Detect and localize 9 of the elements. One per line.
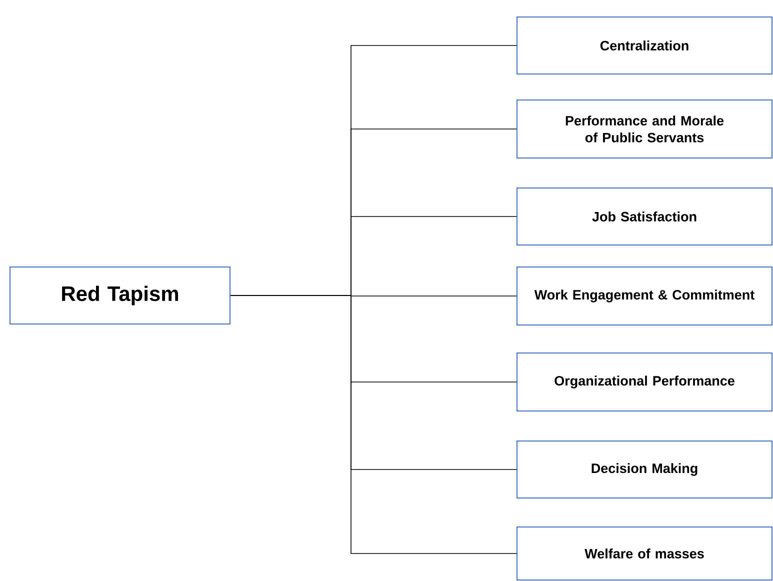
topic-box: Organizational Performance [516,352,772,412]
topic-box: Centralization [516,16,772,74]
topic-box: Welfare of masses [516,526,772,580]
connector [230,295,517,554]
topic-box: Job Satisfaction [516,188,772,246]
topic-box: Work Engagement & Commitment [516,266,772,326]
root-box: Red Tapism [10,266,230,324]
topic-box: Decision Making [516,440,772,498]
topic-box: Performance and Morale of Public Servants [516,100,772,158]
